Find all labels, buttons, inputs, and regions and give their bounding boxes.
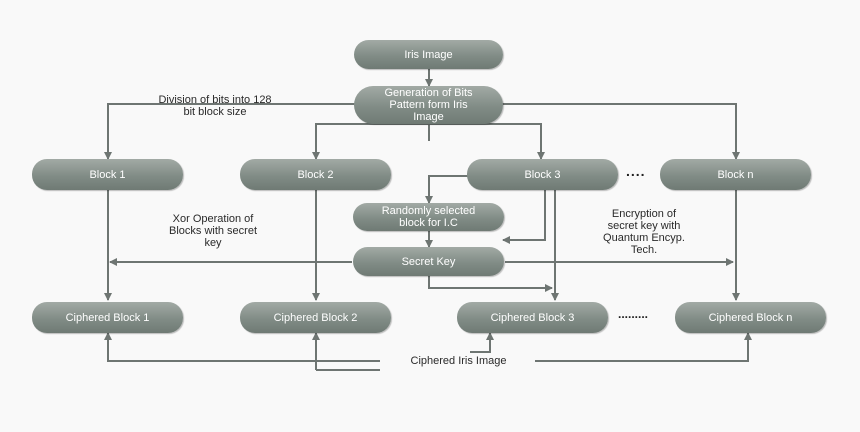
node-ciphered-block-2: Ciphered Block 2 — [240, 302, 391, 333]
arrow-bus-to-cipheredn — [535, 332, 752, 362]
blocks-ellipsis: .... — [626, 163, 646, 179]
node-iris-image: Iris Image — [354, 40, 503, 69]
node-block-1: Block 1 — [32, 159, 183, 190]
annotation-encryption-quantum: Encryption of secret key with Quantum En… — [603, 208, 685, 256]
node-block-3: Block 3 — [467, 159, 618, 190]
arrow-generation-to-blockn — [500, 103, 740, 160]
arrow-bus-to-ciphered3 — [470, 332, 494, 353]
node-generation-of-bits: Generation of Bits Pattern form Iris Ima… — [354, 86, 503, 124]
node-secret-key: Secret Key — [353, 247, 504, 276]
arrow-encryption-to-secret — [502, 190, 546, 244]
annotation-division-of-bits: Division of bits into 128 bit block size — [158, 94, 272, 118]
arrow-bus-to-ciphered1 — [104, 332, 380, 362]
ciphered-ellipsis: ......... — [618, 307, 649, 321]
annotation-xor-operation: Xor Operation of Blocks with secret key — [168, 213, 258, 249]
arrow-secret-to-ciphered3 — [428, 276, 553, 292]
node-ciphered-block-1: Ciphered Block 1 — [32, 302, 183, 333]
arrow-generation-to-block3 — [429, 123, 545, 160]
node-ciphered-block-3: Ciphered Block 3 — [457, 302, 608, 333]
label-ciphered-iris-image: Ciphered Iris Image — [382, 355, 535, 367]
arrow-generation-to-block1 — [104, 103, 355, 160]
node-ciphered-block-n: Ciphered Block n — [675, 302, 826, 333]
arrow-block3-to-random — [425, 175, 469, 204]
node-block-2: Block 2 — [240, 159, 391, 190]
node-block-n: Block n — [660, 159, 811, 190]
node-randomly-selected-block: Randomly selected block for I.C — [353, 203, 504, 231]
arrow-generation-to-block2 — [312, 123, 429, 160]
